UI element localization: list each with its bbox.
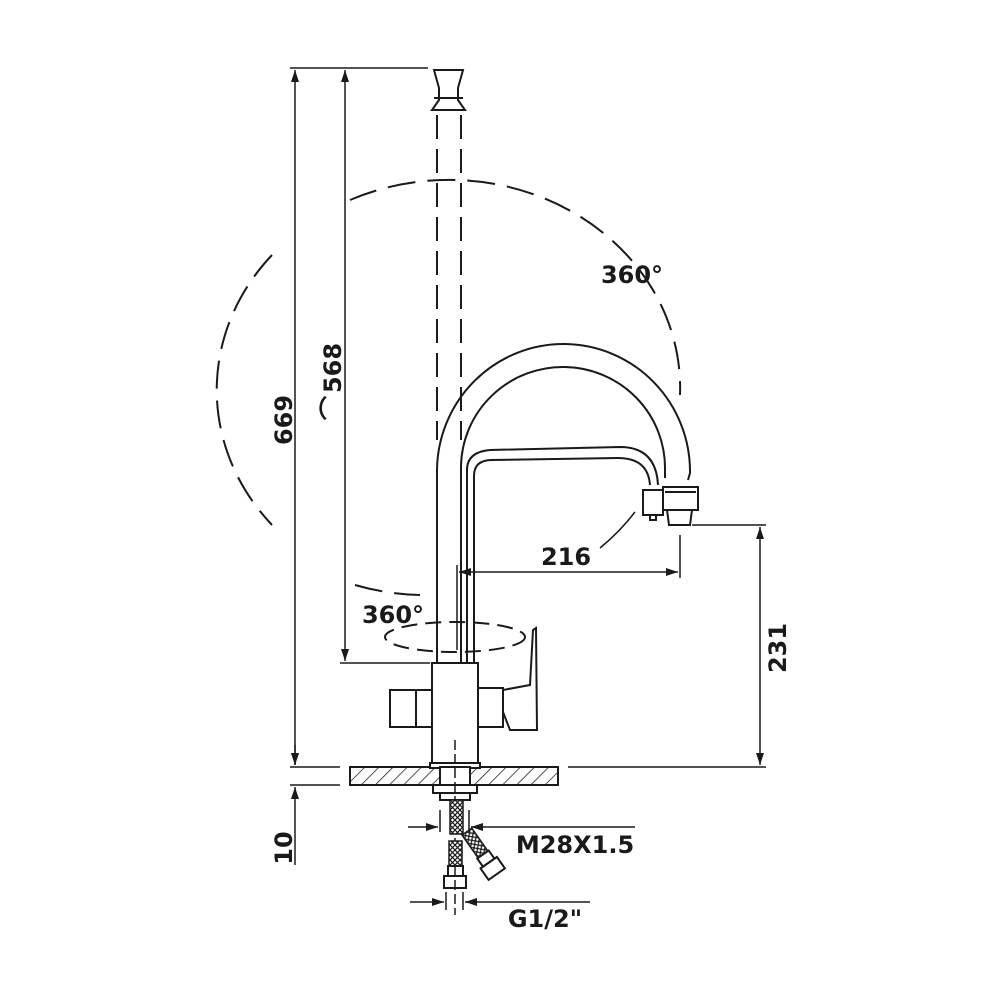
spout-rotation-arc: 360° <box>215 178 682 596</box>
inlet-label: G1/2" <box>508 905 582 933</box>
dimension-568-label: 568 <box>319 343 347 393</box>
dimension-10: 10 <box>270 745 340 865</box>
thread-dimension: M28X1.5 <box>408 810 635 859</box>
approx-symbol: ⌒ <box>318 396 346 420</box>
dimension-231-label: 231 <box>764 623 792 673</box>
dimension-10-label: 10 <box>270 831 298 864</box>
hose-nozzle <box>642 489 664 516</box>
under-counter-fittings <box>432 740 507 915</box>
dimension-669: 669 <box>270 67 428 768</box>
body-rotation-ellipse: 360° <box>362 601 526 653</box>
inlet-dimension: G1/2" <box>410 892 590 933</box>
aerator <box>662 486 699 511</box>
pullout-head-extended <box>430 69 467 440</box>
lever-handle <box>502 626 539 731</box>
body-rotation-label: 360° <box>362 601 424 629</box>
dimension-216-label: 216 <box>541 543 591 571</box>
dimension-231: 231 <box>568 524 792 768</box>
spout <box>436 343 699 663</box>
spout-rotation-label: 360° <box>601 261 663 289</box>
dimension-568: 568 ⌒ <box>318 70 430 664</box>
countertop <box>349 762 559 786</box>
dimension-669-label: 669 <box>270 395 298 445</box>
faucet-body <box>389 626 539 764</box>
dimension-216: 216 <box>456 535 681 650</box>
braided-hose <box>449 799 464 835</box>
left-handle <box>389 689 433 728</box>
thread-label: M28X1.5 <box>516 831 634 859</box>
